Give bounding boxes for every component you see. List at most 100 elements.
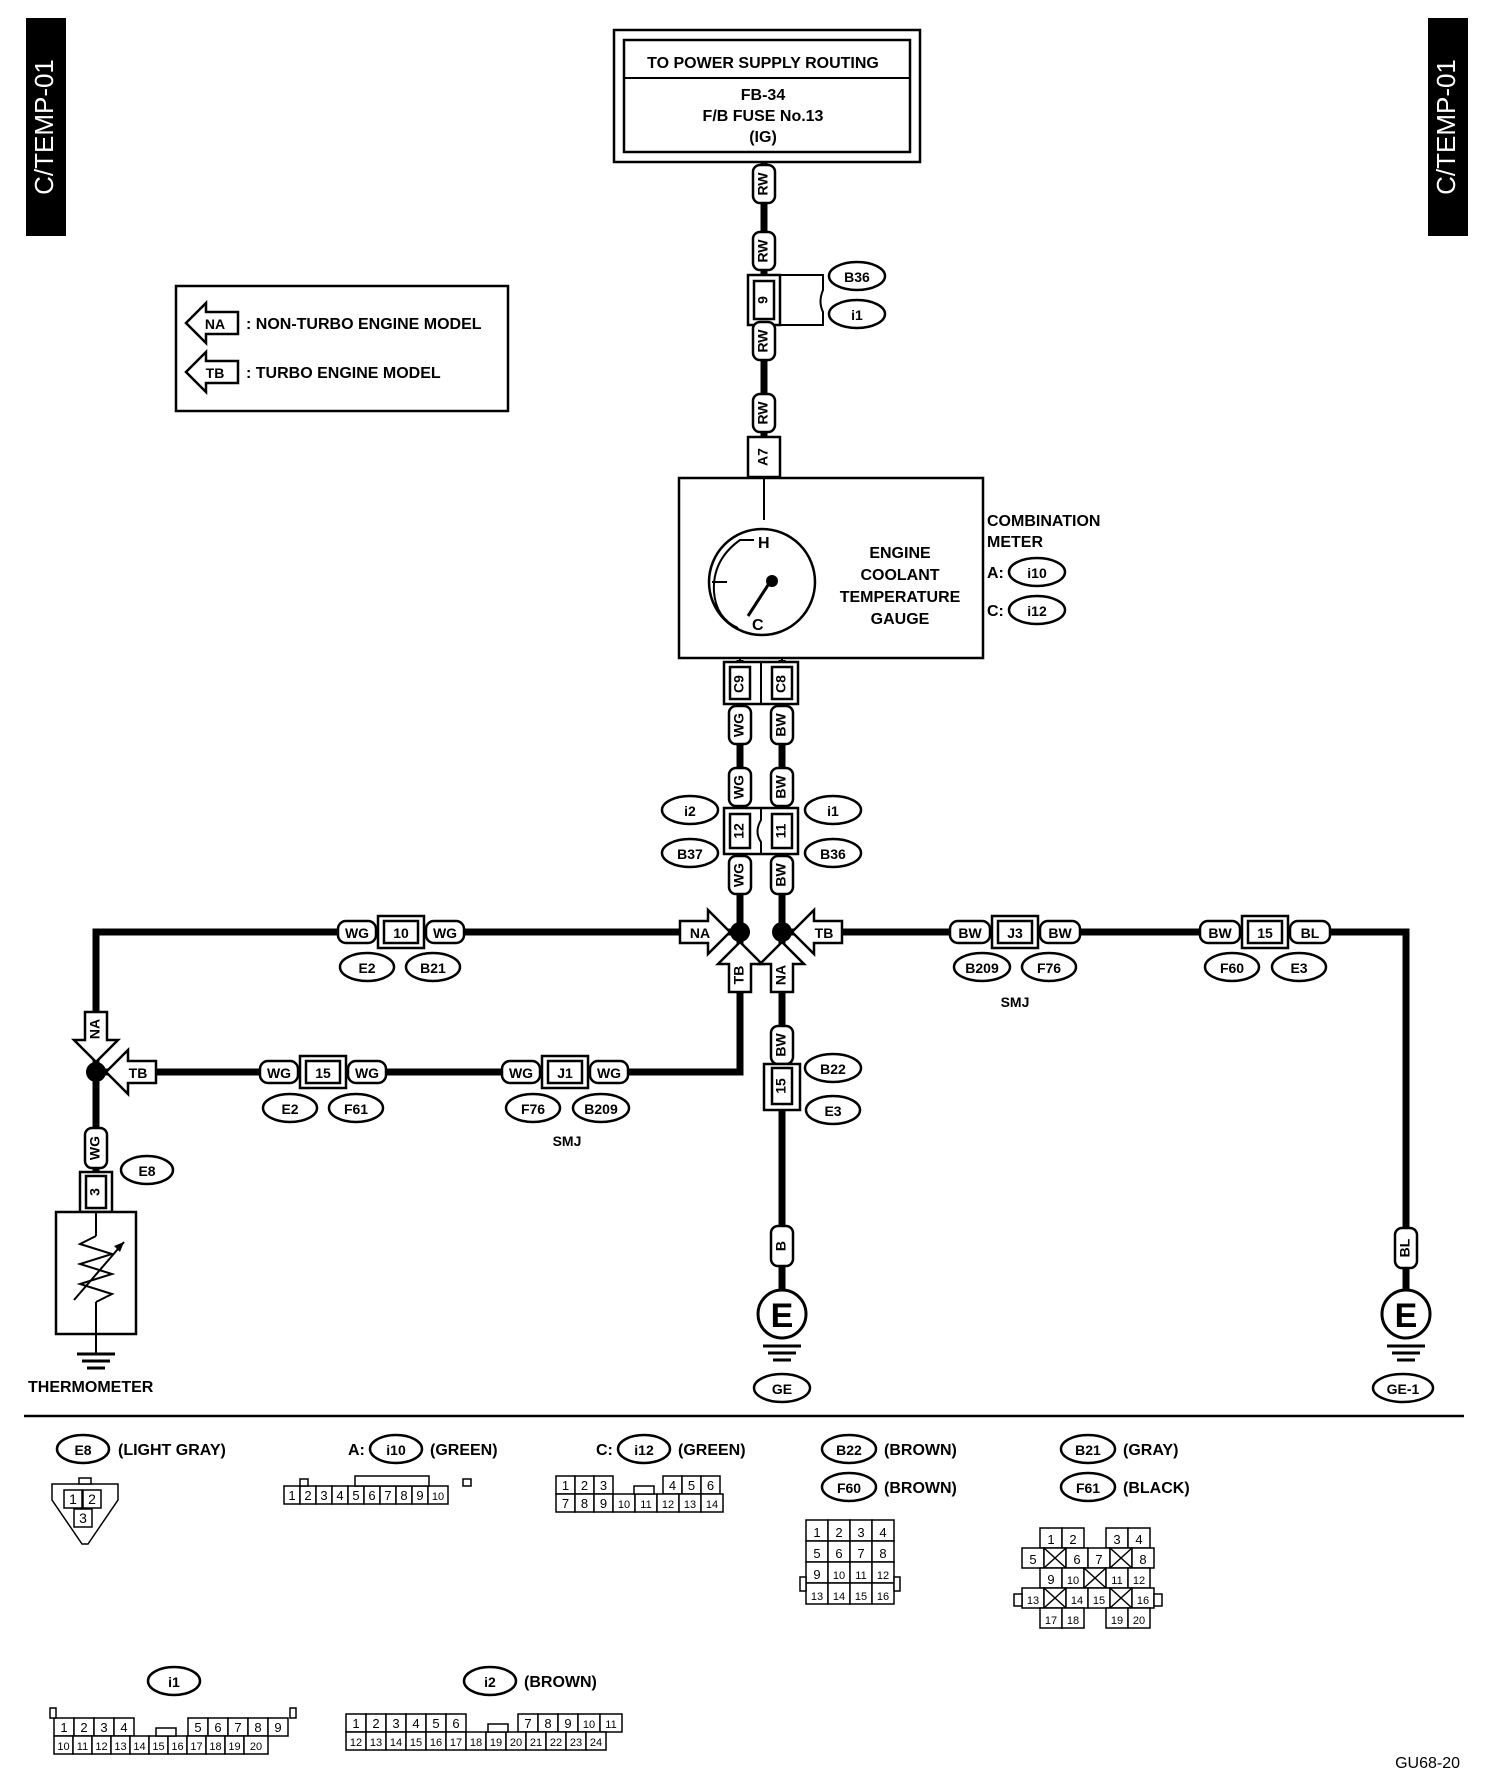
svg-text:3: 3 <box>320 1488 327 1503</box>
svg-text:12: 12 <box>731 823 747 839</box>
svg-text:12: 12 <box>95 1741 107 1753</box>
arrow-na-down: NA <box>70 1010 122 1064</box>
legend-box: NA : NON-TURBO ENGINE MODEL TB : TURBO E… <box>174 284 510 413</box>
svg-text:A:: A: <box>348 1442 365 1459</box>
svg-text:(GRAY): (GRAY) <box>1123 1442 1178 1459</box>
svg-text:E2: E2 <box>281 1101 298 1117</box>
svg-text:13: 13 <box>684 1499 696 1511</box>
power-supply-box: TO POWER SUPPLY ROUTING FB-34 F/B FUSE N… <box>612 28 922 164</box>
conn-tag-i12-meter: i12 <box>1007 594 1067 626</box>
gauge-h-label: H <box>758 535 770 552</box>
svg-text:i12: i12 <box>1027 603 1047 619</box>
conn-tag-i1-mid: i1 <box>803 794 863 826</box>
svg-text:(BROWN): (BROWN) <box>524 1674 597 1691</box>
svg-text:A7: A7 <box>755 448 771 466</box>
svg-text:5: 5 <box>352 1488 359 1503</box>
svg-text:10: 10 <box>618 1499 630 1511</box>
svg-text:5: 5 <box>1029 1552 1036 1567</box>
svg-text:11: 11 <box>1111 1575 1122 1587</box>
svg-text:2: 2 <box>835 1525 842 1540</box>
power-box-line1: FB-34 <box>741 87 786 104</box>
svg-text:10: 10 <box>1067 1575 1079 1587</box>
side-tab-left: C/TEMP-01 <box>26 18 66 236</box>
svg-text:E3: E3 <box>824 1103 841 1119</box>
ground-ge-label: GE <box>772 1381 792 1397</box>
arrow-tb-left: TB <box>104 1046 158 1098</box>
svg-text:E8: E8 <box>138 1163 155 1179</box>
conn-tag-b209-left: B209 <box>571 1092 631 1124</box>
meter-title-1: COMBINATION <box>987 513 1100 530</box>
svg-text:6: 6 <box>214 1720 221 1735</box>
svg-text:9: 9 <box>813 1567 820 1582</box>
svg-text:B21: B21 <box>1075 1442 1101 1458</box>
conn-tag-e8-thermo: E8 <box>119 1154 175 1186</box>
svg-text:8: 8 <box>879 1546 886 1561</box>
svg-text:18: 18 <box>1067 1615 1079 1627</box>
svg-text:BW: BW <box>958 925 982 941</box>
svg-text:15: 15 <box>315 1065 331 1081</box>
svg-text:18: 18 <box>209 1741 221 1753</box>
svg-text:1: 1 <box>1047 1532 1054 1547</box>
svg-text:C/TEMP-01: C/TEMP-01 <box>29 59 59 195</box>
wire-tag-rw-3: RW <box>751 320 777 362</box>
meter-a-prefix: A: <box>987 565 1004 582</box>
svg-text:2: 2 <box>372 1716 379 1731</box>
svg-text:C:: C: <box>596 1442 613 1459</box>
svg-text:B22: B22 <box>836 1442 862 1458</box>
svg-text:WG: WG <box>731 863 747 887</box>
svg-text:(BROWN): (BROWN) <box>884 1480 957 1497</box>
gauge-label-4: GAUGE <box>871 611 930 628</box>
svg-text:10: 10 <box>393 925 409 941</box>
svg-text:22: 22 <box>550 1737 562 1749</box>
svg-text:RW: RW <box>755 329 771 353</box>
conn-tag-e3-center: E3 <box>804 1094 862 1126</box>
legend-tb-text: : TURBO ENGINE MODEL <box>246 365 441 382</box>
svg-text:7: 7 <box>1095 1552 1102 1567</box>
connector-pin-3: 3 <box>78 1170 114 1214</box>
svg-text:7: 7 <box>234 1720 241 1735</box>
svg-text:NA: NA <box>690 925 710 941</box>
svg-text:1: 1 <box>352 1716 359 1731</box>
svg-text:16: 16 <box>877 1591 889 1603</box>
svg-text:E3: E3 <box>1290 960 1307 976</box>
svg-text:2: 2 <box>581 1478 588 1493</box>
conn-tag-b22: B22 <box>803 1052 863 1084</box>
arrow-tb-up: TB <box>714 940 766 994</box>
smj-label-left: SMJ <box>553 1133 582 1149</box>
svg-text:F61: F61 <box>1076 1480 1100 1496</box>
svg-text:F60: F60 <box>837 1480 861 1496</box>
svg-text:i12: i12 <box>634 1442 654 1458</box>
conn-tag-f76-right: F76 <box>1020 951 1078 983</box>
svg-text:F76: F76 <box>1037 960 1061 976</box>
svg-text:13: 13 <box>811 1591 823 1603</box>
wire-tag-wg-thermo: WG <box>83 1126 109 1170</box>
svg-text:3: 3 <box>600 1478 607 1493</box>
svg-text:i1: i1 <box>827 803 839 819</box>
svg-text:19: 19 <box>228 1741 240 1753</box>
svg-text:B: B <box>773 1241 789 1251</box>
power-box-title: TO POWER SUPPLY ROUTING <box>647 55 879 72</box>
svg-text:WG: WG <box>267 1065 291 1081</box>
svg-text:12: 12 <box>1133 1575 1145 1587</box>
legend-tb-code: TB <box>206 365 225 381</box>
svg-text:20: 20 <box>250 1741 262 1753</box>
splice-bw <box>772 922 792 942</box>
wire-tag-b: B <box>769 1224 795 1268</box>
svg-text:3: 3 <box>87 1188 103 1196</box>
svg-text:2: 2 <box>1069 1532 1076 1547</box>
gauge-label-2: COOLANT <box>860 567 939 584</box>
legend-na-text: : NON-TURBO ENGINE MODEL <box>246 316 482 333</box>
svg-text:14: 14 <box>390 1737 402 1749</box>
svg-text:(GREEN): (GREEN) <box>430 1442 498 1459</box>
svg-text:B22: B22 <box>820 1061 846 1077</box>
power-box-line3: (IG) <box>749 129 777 146</box>
svg-text:(GREEN): (GREEN) <box>678 1442 746 1459</box>
svg-text:11: 11 <box>773 823 789 838</box>
svg-text:3: 3 <box>392 1716 399 1731</box>
svg-text:15: 15 <box>1093 1595 1105 1607</box>
svg-text:C9: C9 <box>731 675 747 693</box>
svg-text:13: 13 <box>1027 1595 1039 1607</box>
